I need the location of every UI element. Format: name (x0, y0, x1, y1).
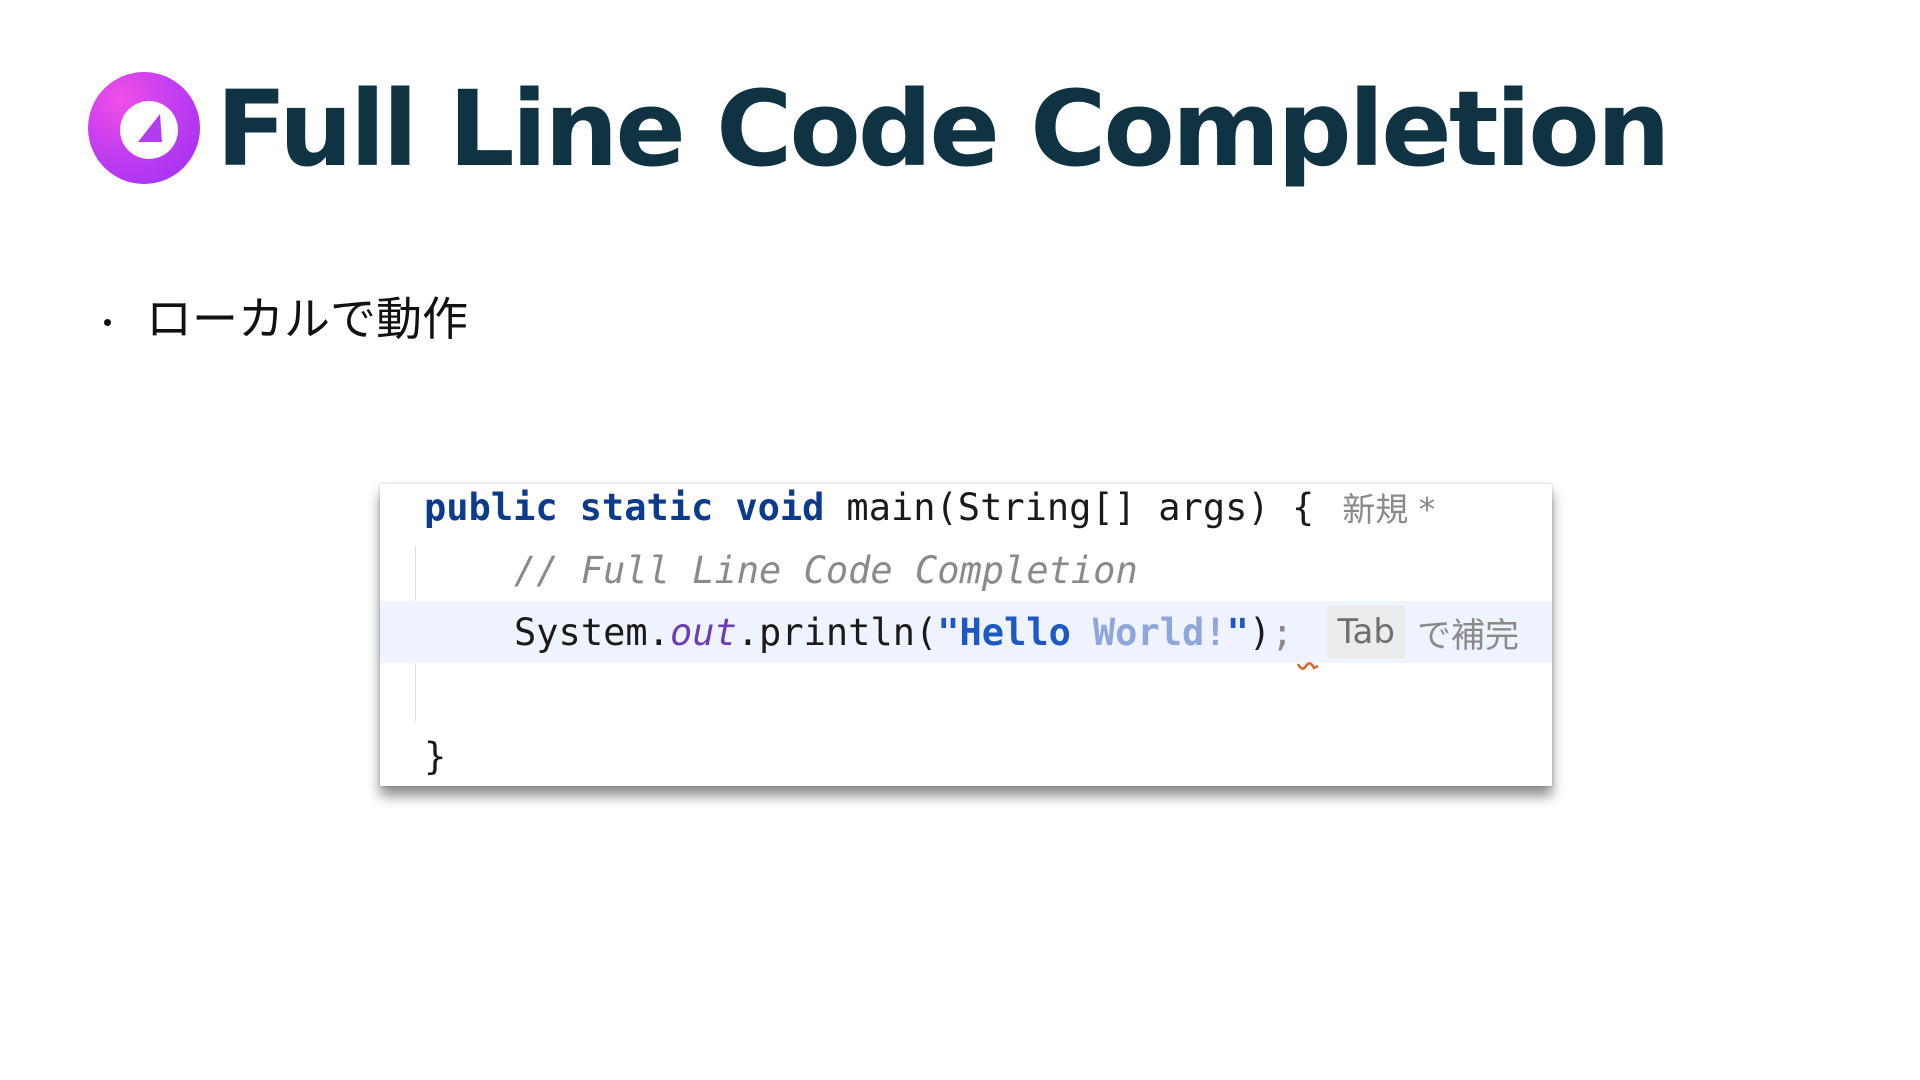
keyword-public: public (424, 485, 558, 529)
new-label: 新規 * (1342, 490, 1436, 529)
string-ghost-suggestion: World! (1092, 610, 1227, 654)
complete-hint: で補完 (1416, 615, 1519, 656)
code-editor-screenshot: public static void main(String[] args) {… (380, 484, 1552, 786)
keyword-void: void (735, 485, 825, 529)
slide-title: Full Line Code Completion (216, 68, 1671, 190)
close-paren: ) (1248, 610, 1272, 654)
system-class: System. (514, 610, 670, 654)
code-line-1: public static void main(String[] args) {… (380, 484, 1552, 538)
println-call: .println( (736, 610, 938, 654)
bullet-text: ローカルで動作 (146, 292, 468, 346)
keyword-static: static (579, 485, 714, 529)
string-typed: "Hello (937, 610, 1071, 654)
bullet-item: ローカルで動作 (104, 286, 468, 346)
method-signature: main(String[] args) { (846, 485, 1315, 529)
code-line-5: } (380, 725, 1552, 786)
string-close-quote: " (1226, 610, 1249, 654)
out-field: out (669, 610, 737, 654)
closing-brace: } (424, 734, 447, 778)
code-comment: // Full Line Code Completion (514, 548, 1138, 592)
code-line-3-current: System. out .println( "Hello World! " ) … (380, 601, 1552, 670)
code-line-2: // Full Line Code Completion (380, 539, 1552, 601)
semicolon-ghost: ; (1271, 610, 1294, 654)
full-line-completion-logo-icon (88, 72, 200, 184)
warning-squiggle-icon (1297, 639, 1319, 670)
bullet-dot-icon (104, 318, 111, 326)
tab-key-hint: Tab (1327, 605, 1405, 659)
